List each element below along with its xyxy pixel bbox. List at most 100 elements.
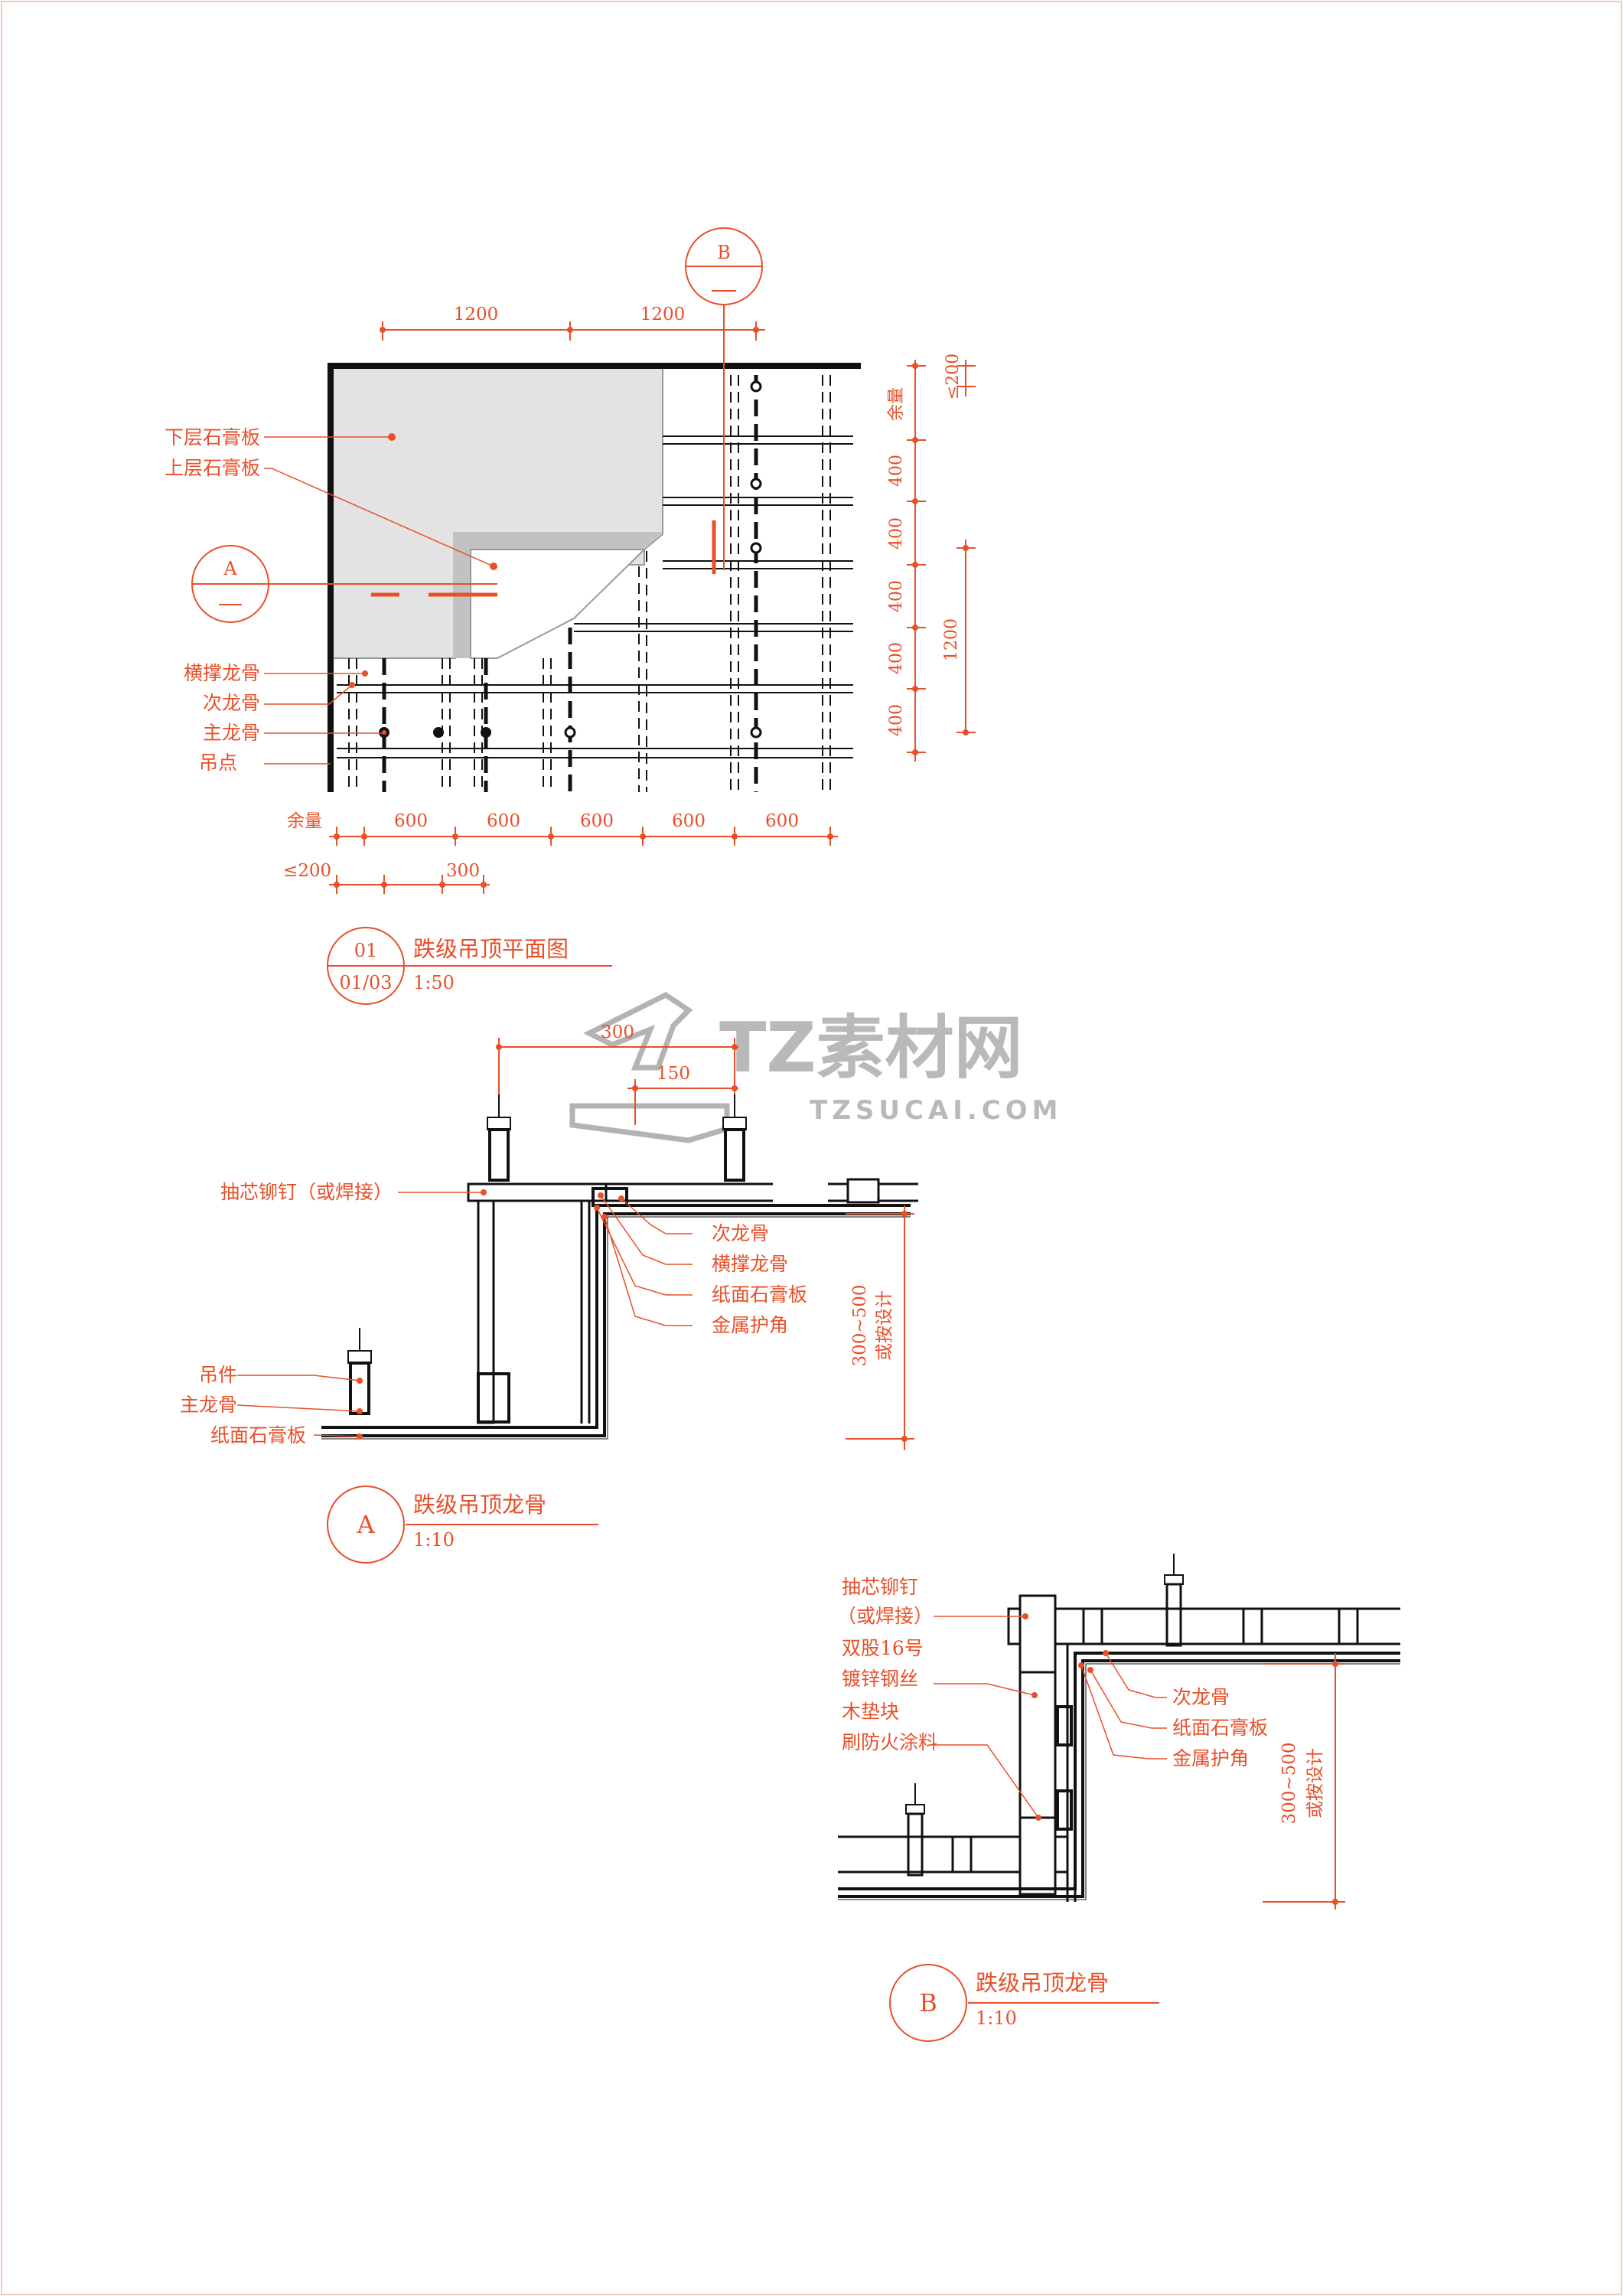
upper-board-edge-top [453, 532, 663, 550]
cross-braces [337, 435, 853, 758]
bottom-dimension-line [329, 827, 838, 894]
dim-right-2: 400 [887, 517, 906, 550]
detail-b-label-wire-1: 双股16号 [842, 1637, 924, 1659]
detail-b-hangers [905, 1554, 1184, 1877]
right-dimension-ticks [912, 363, 969, 755]
watermark-logo-icon [583, 991, 693, 1071]
axis-marker-b [685, 227, 763, 570]
plan-title: 跌级吊顶平面图 [413, 936, 569, 962]
dim-right-1: 400 [887, 455, 906, 487]
detail-a-board [321, 1204, 911, 1440]
upper-board [470, 549, 647, 659]
secondary-joists [348, 375, 831, 792]
plan-leader-dots [349, 433, 497, 688]
detail-b-upper-run [1007, 1607, 1400, 1645]
detail-a-top-runner [467, 1182, 608, 1202]
dim-bottom-1: 600 [394, 811, 428, 831]
lower-board [330, 365, 663, 659]
label-hanging-point: 吊点 [199, 752, 237, 774]
detail-b-dim-vertical: 300~500 [1279, 1742, 1299, 1824]
detail-a-dim-vertical-note: 或按设计 [875, 1290, 895, 1361]
detail-a-label-corner: 金属护角 [712, 1314, 788, 1336]
right-dimension-line [907, 360, 976, 762]
dim-bottom-2: 600 [487, 811, 520, 831]
dim-bottom-4: 600 [672, 811, 706, 831]
dim-top-1: 1200 [454, 305, 499, 325]
detail-a-leaders [236, 1192, 693, 1437]
section-marker-a-label: A [223, 558, 237, 579]
detail-b-label-corner: 金属护角 [1172, 1747, 1249, 1769]
detail-b-label-rivet-note: （或焊接） [837, 1605, 933, 1627]
detail-a-label-gypsum: 纸面石膏板 [712, 1283, 807, 1306]
detail-a-label-secondary: 次龙骨 [712, 1222, 769, 1244]
detail-a: 300 150 [180, 1022, 918, 1564]
detail-b-lower-run [838, 1816, 1067, 1896]
label-upper-board: 上层石膏板 [165, 457, 260, 479]
watermark [569, 991, 730, 1143]
detail-b-label-secondary: 次龙骨 [1172, 1686, 1230, 1708]
watermark-url: TZSUCAI.COM [810, 1095, 1062, 1126]
top-dimension-ticks [380, 327, 759, 333]
detail-a-markers [357, 1189, 624, 1440]
hanging-points [564, 380, 762, 739]
detail-b-label-wire-2: 镀锌钢丝 [842, 1668, 918, 1690]
dim-right-allowance-max: ≤200 [943, 354, 963, 400]
detail-a-title: 跌级吊顶龙骨 [413, 1492, 546, 1518]
detail-b-board [838, 1652, 1400, 1900]
dim-right-allowance: 余量 [887, 387, 906, 421]
detail-a-marker: A [356, 1510, 375, 1539]
axis-marker-b-label: B [717, 242, 731, 263]
dim-right-5: 400 [887, 704, 906, 736]
detail-a-label-hanger: 吊件 [199, 1364, 237, 1386]
detail-b-label-rivet: 抽芯铆钉 [842, 1576, 918, 1598]
section-marker-a [191, 545, 497, 623]
detail-b-vertical-dim [1263, 1653, 1345, 1910]
main-joists [382, 375, 758, 792]
detail-b-scale: 1:10 [976, 2007, 1017, 2029]
detail-a-dim-vertical: 300~500 [850, 1284, 870, 1366]
detail-b: 抽芯铆钉 （或焊接） 双股16号 镀锌钢丝 木垫块 刷防火涂料 次龙骨 纸面石膏… [837, 1554, 1400, 2042]
detail-b-title-block [889, 1964, 1159, 2042]
detail-b-marker: B [919, 1988, 937, 2017]
detail-a-dim-150: 150 [657, 1064, 690, 1084]
plan-scale: 1:50 [413, 972, 455, 993]
plan-title-sheet: 01/03 [339, 972, 392, 993]
detail-a-dim-lines [498, 1038, 738, 1125]
detail-b-dim-vertical-note: 或按设计 [1305, 1748, 1325, 1818]
detail-b-leaders [934, 1616, 1167, 1818]
label-secondary-joist: 次龙骨 [203, 692, 260, 714]
bottom-dimension-ticks [334, 833, 833, 888]
dim-right-4: 400 [887, 642, 906, 674]
detail-a-label-rivet: 抽芯铆钉（或焊接） [220, 1181, 393, 1203]
dim-bottom-5: 600 [765, 811, 799, 831]
detail-a-title-block [327, 1486, 598, 1564]
plan-title-number: 01 [354, 940, 378, 961]
dim-bottom-3: 600 [580, 811, 614, 831]
plan-title-block [327, 927, 612, 1005]
top-dimension-line [382, 321, 765, 341]
detail-a-hangers [347, 1094, 747, 1415]
dim-bottom-small-1: ≤200 [283, 861, 331, 881]
dim-top-2: 1200 [640, 305, 686, 325]
detail-b-label-gypsum: 纸面石膏板 [1172, 1717, 1268, 1739]
watermark-brand: TZ素材网 [719, 1008, 1023, 1088]
detail-a-label-board: 纸面石膏板 [210, 1424, 306, 1446]
detail-a-dim-ticks [496, 1044, 738, 1091]
dim-bottom-small-2: 300 [446, 861, 480, 881]
detail-b-wood-block-top [1018, 1594, 1057, 1674]
plan-view: B A 1200 1200 [165, 227, 976, 1005]
ceiling-outline [328, 363, 861, 792]
label-cross-brace: 横撑龙骨 [184, 662, 260, 684]
detail-b-label-wood-1: 木垫块 [842, 1701, 899, 1723]
label-main-joist: 主龙骨 [203, 722, 260, 744]
detail-a-dim-300: 300 [601, 1022, 634, 1042]
detail-b-title: 跌级吊顶龙骨 [976, 1970, 1109, 1996]
detail-b-label-wood-2: 刷防火涂料 [842, 1731, 937, 1753]
dim-right-3: 400 [887, 580, 906, 612]
detail-a-scale: 1:10 [413, 1529, 455, 1551]
dim-bottom-allowance: 余量 [287, 811, 322, 831]
detail-a-label-brace: 横撑龙骨 [712, 1253, 788, 1275]
plan-leaders [264, 436, 494, 765]
